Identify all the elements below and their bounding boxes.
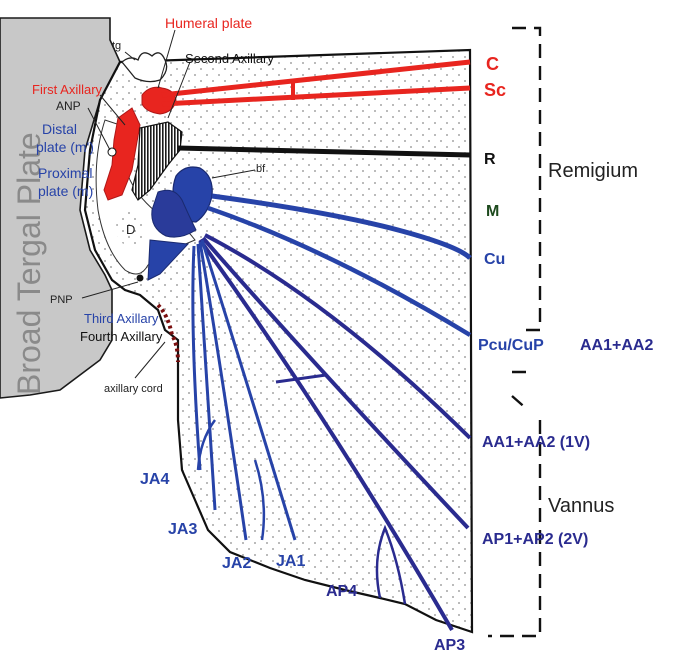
vein-ja4-branch xyxy=(196,419,217,471)
axillary-cord-pointer xyxy=(134,341,166,379)
third-axillary-shape xyxy=(147,239,190,281)
bf-pointer xyxy=(211,169,256,179)
distal-plate-label-2: plate (m') xyxy=(36,139,94,155)
ap3-label: AP3 xyxy=(434,637,465,654)
first-axillary-pointer xyxy=(99,94,126,126)
vein-ja3 xyxy=(196,243,217,511)
d-label: D xyxy=(126,222,135,237)
pnp-dot xyxy=(136,274,144,282)
bf-label: bf xyxy=(256,163,266,175)
broad-tergal-plate-label: Broad Tergal Plate xyxy=(11,132,47,395)
ja4-label: JA4 xyxy=(140,471,169,488)
pnp-pointer xyxy=(81,281,139,299)
vein-ap2v-label: AP1+AP2 (2V) xyxy=(482,531,588,548)
remigium-bracket xyxy=(512,26,542,332)
proximal-plate-shape xyxy=(151,189,197,238)
vein-m-label: M xyxy=(486,203,499,220)
axillary-cord-label: axillary cord xyxy=(104,383,163,395)
distal-plate-label-1: Distal xyxy=(42,121,77,137)
remigium-label: Remigium xyxy=(548,160,638,182)
vein-pcu xyxy=(204,233,472,440)
first-axillary-label: First Axillary xyxy=(32,82,103,97)
humeral-plate-label: Humeral plate xyxy=(165,15,252,31)
vein-aa-top-label: AA1+AA2 xyxy=(580,337,653,354)
tg-label: tg xyxy=(112,40,121,52)
vein-ja4 xyxy=(191,245,202,471)
vein-sc-label: Sc xyxy=(484,80,506,100)
ja1-label: JA1 xyxy=(276,553,305,570)
vein-r-label: R xyxy=(484,151,496,168)
tegula xyxy=(121,52,168,83)
vannus-label: Vannus xyxy=(548,495,614,517)
vein-aa xyxy=(201,236,470,530)
second-axillary-shape xyxy=(131,121,183,201)
vannus-bracket xyxy=(488,370,542,638)
vein-cu xyxy=(207,205,472,337)
proximal-plate-label-2: plate (m) xyxy=(38,183,93,199)
vein-ap xyxy=(198,238,454,632)
third-axillary-label: Third Axillary xyxy=(84,311,159,326)
vein-c xyxy=(161,59,471,98)
vein-r xyxy=(177,145,471,158)
broad-tergal-plate xyxy=(0,17,121,399)
vein-pcu-label: Pcu/CuP xyxy=(478,337,544,354)
humeral-pointer xyxy=(157,29,176,89)
vein-c-label: C xyxy=(486,54,499,74)
vein-cu-label: Cu xyxy=(484,251,505,268)
ja3-label: JA3 xyxy=(168,521,197,538)
proximal-plate-label-1: Proximal xyxy=(38,165,92,181)
crossvein-1 xyxy=(275,373,327,384)
second-axillary-label: Second Axillary xyxy=(185,51,274,66)
vein-aa1v-label: AA1+AA2 (1V) xyxy=(482,434,590,451)
vein-m xyxy=(211,193,472,260)
d-region xyxy=(116,210,144,246)
anp-pointer xyxy=(87,107,111,151)
anp-label: ANP xyxy=(56,99,81,113)
vein-ja2 xyxy=(198,241,248,541)
vein-sc xyxy=(161,85,471,107)
vein-ap4 xyxy=(375,524,407,605)
fourth-axillary-label: Fourth Axillary xyxy=(80,329,163,344)
ja2-label: JA2 xyxy=(222,555,251,572)
axillary-cord-line xyxy=(156,303,180,363)
second-axillary-pointer xyxy=(167,61,191,119)
pnp-label: PNP xyxy=(50,294,73,306)
vein-ja1 xyxy=(200,239,297,541)
ap4-label: AP4 xyxy=(326,583,357,600)
vein-ja2-branch xyxy=(253,459,266,541)
tg-pointer xyxy=(124,51,136,61)
